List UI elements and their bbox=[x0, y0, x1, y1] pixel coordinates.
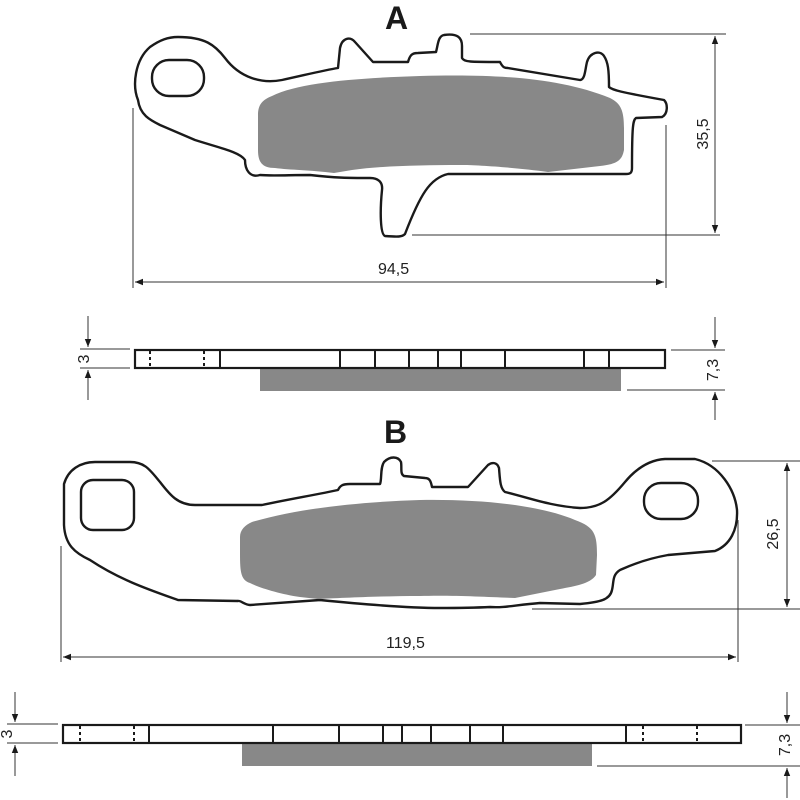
pad-b-height-value: 26,5 bbox=[765, 518, 782, 550]
pad-a-side-view bbox=[80, 316, 725, 420]
pad-b-right-mounting-hole bbox=[642, 481, 700, 521]
pad-a-height-value: 35,5 bbox=[695, 118, 712, 150]
pad-a-friction-material bbox=[258, 75, 624, 173]
pad-b-front-view bbox=[60, 456, 800, 662]
pad-b-total-thickness-value: 7,3 bbox=[777, 733, 794, 757]
pad-b-backplate-outline bbox=[62, 456, 739, 610]
pad-b-side-friction bbox=[242, 743, 592, 766]
pad-a-label: A bbox=[385, 0, 409, 36]
pad-b-backplate-thickness-value: 3 bbox=[0, 729, 16, 739]
pad-a-front-view bbox=[132, 33, 726, 288]
pad-a-total-thickness-value: 7,3 bbox=[705, 358, 722, 382]
pad-b-label: B bbox=[384, 414, 408, 450]
pad-a-side-friction bbox=[260, 368, 621, 391]
pad-a-width-value: 94,5 bbox=[378, 261, 410, 278]
pad-b-side-view bbox=[7, 692, 800, 798]
pad-a-backplate-thickness-value: 3 bbox=[76, 354, 93, 364]
pad-a-side-backplate bbox=[133, 348, 667, 370]
pad-b-friction-material bbox=[240, 499, 597, 599]
pad-b-left-mounting-hole bbox=[79, 478, 136, 532]
pad-a-backplate-outline bbox=[134, 33, 668, 238]
pad-a-mounting-hole bbox=[150, 58, 206, 98]
pad-b-width-value: 119,5 bbox=[386, 635, 425, 652]
